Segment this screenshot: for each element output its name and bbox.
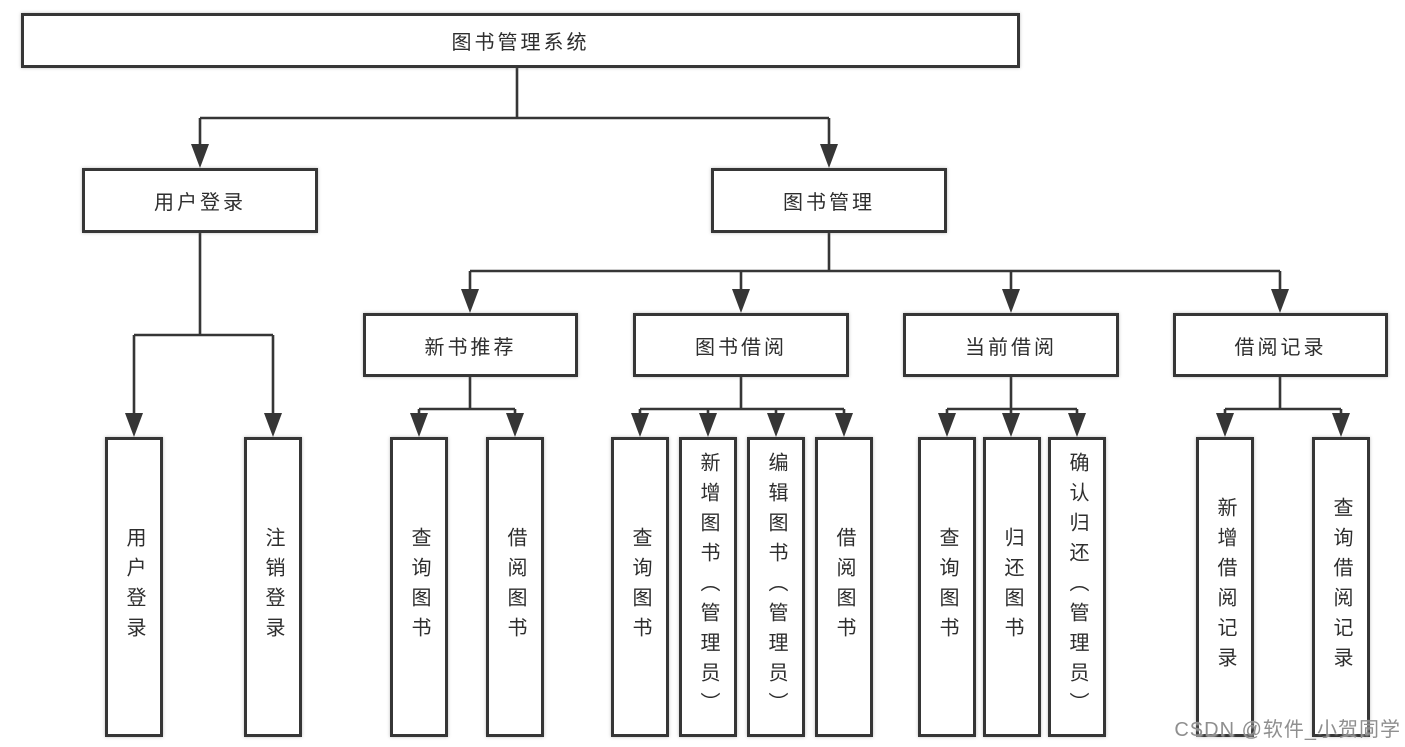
leaf-borrowing-query-books: 查询图书 (611, 437, 669, 737)
leaf-recommend-borrow-books: 借阅图书 (486, 437, 544, 737)
leaf-current-query-books: 查询图书 (918, 437, 976, 737)
leaf-current-return-books: 归还图书 (983, 437, 1041, 737)
node-library-system-label: 图书管理系统 (451, 32, 590, 54)
leaf-logout: 注销登录 (244, 437, 302, 737)
node-book-borrowing-label: 图书借阅 (695, 336, 787, 359)
node-current-borrowing: 当前借阅 (903, 313, 1119, 377)
node-library-system: 图书管理系统 (21, 13, 1020, 68)
node-new-book-recommend: 新书推荐 (363, 313, 578, 377)
node-book-management-label: 图书管理 (783, 192, 875, 214)
leaf-user-login: 用户登录 (105, 437, 163, 737)
leaf-logout-label: 注销登录 (262, 527, 284, 647)
csdn-watermark: CSDN @软件_小贺同学 (1174, 719, 1401, 741)
leaf-borrowing-add-books-admin-label: 新增图书（管理员） (697, 452, 719, 722)
node-book-borrowing: 图书借阅 (633, 313, 849, 377)
node-new-book-recommend-label: 新书推荐 (424, 336, 517, 359)
node-user-login-label: 用户登录 (154, 192, 246, 214)
leaf-borrowing-borrow-books-label: 借阅图书 (833, 527, 855, 647)
leaf-current-query-books-label: 查询图书 (936, 527, 958, 647)
leaf-borrowing-edit-books-admin-label: 编辑图书（管理员） (765, 452, 787, 722)
leaf-records-query-record-label: 查询借阅记录 (1330, 497, 1352, 677)
leaf-borrowing-query-books-label: 查询图书 (629, 527, 651, 647)
leaf-current-return-books-label: 归还图书 (1001, 527, 1023, 647)
leaf-records-add-record: 新增借阅记录 (1196, 437, 1254, 737)
node-user-login: 用户登录 (82, 168, 318, 233)
node-borrowing-records: 借阅记录 (1173, 313, 1388, 377)
leaf-recommend-query-books: 查询图书 (390, 437, 448, 737)
node-current-borrowing-label: 当前借阅 (965, 336, 1057, 359)
node-borrowing-records-label: 借阅记录 (1234, 336, 1327, 359)
leaf-recommend-borrow-books-label: 借阅图书 (504, 527, 526, 647)
leaf-records-add-record-label: 新增借阅记录 (1214, 497, 1236, 677)
leaf-borrowing-borrow-books: 借阅图书 (815, 437, 873, 737)
leaf-borrowing-add-books-admin: 新增图书（管理员） (679, 437, 737, 737)
leaf-user-login-label: 用户登录 (123, 527, 145, 647)
leaf-current-confirm-return-admin: 确认归还（管理员） (1048, 437, 1106, 737)
node-book-management: 图书管理 (711, 168, 947, 233)
leaf-borrowing-edit-books-admin: 编辑图书（管理员） (747, 437, 805, 737)
leaf-records-query-record: 查询借阅记录 (1312, 437, 1370, 737)
leaf-current-confirm-return-admin-label: 确认归还（管理员） (1066, 452, 1088, 722)
leaf-recommend-query-books-label: 查询图书 (408, 527, 430, 647)
